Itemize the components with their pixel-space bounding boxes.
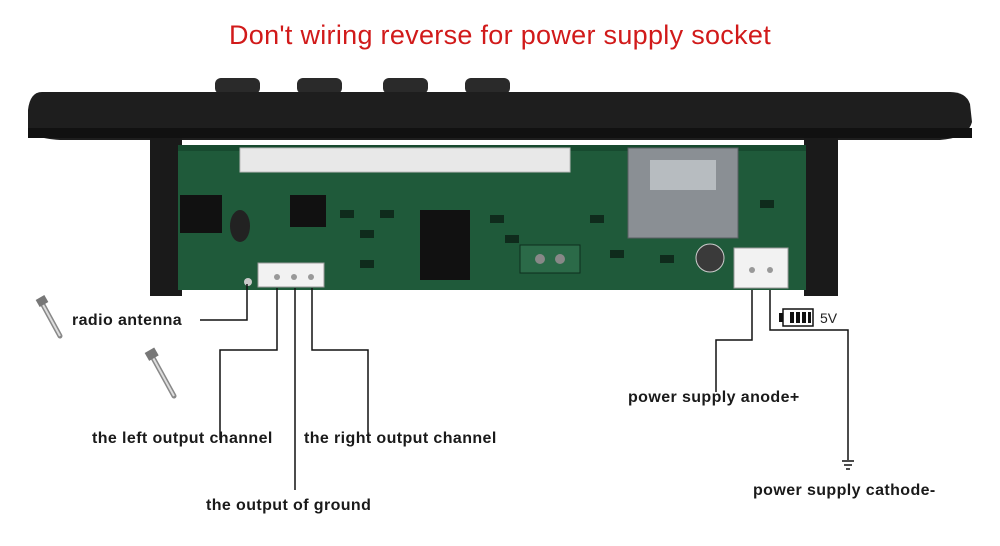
antenna-pad — [244, 278, 252, 286]
radio-antenna-label: radio antenna — [72, 312, 183, 329]
control-knobs — [215, 78, 510, 94]
power-connector — [733, 247, 789, 289]
diagram-title: Don't wiring reverse for power supply so… — [228, 20, 772, 50]
amplifier-chip — [420, 210, 470, 280]
leader-lines — [200, 284, 849, 490]
capacitor — [695, 243, 725, 273]
left-post — [150, 138, 182, 296]
cathode-label: power supply cathode- — [753, 482, 936, 499]
antenna-pin-icon — [35, 295, 63, 339]
audio-output-connector — [257, 262, 325, 288]
ground-symbol-icon — [842, 460, 854, 470]
antenna-pin-icon — [144, 347, 177, 399]
voltage-label: 5V — [820, 310, 838, 326]
ground-output-label: the output of ground — [206, 497, 372, 514]
right-post — [804, 138, 838, 296]
ribbon-connector — [239, 147, 571, 173]
anode-label: power supply anode+ — [628, 389, 800, 406]
left-channel-label: the left output channel — [92, 430, 273, 447]
right-channel-label: the right output channel — [304, 430, 497, 447]
crystal — [230, 210, 250, 242]
battery-icon — [779, 308, 814, 327]
